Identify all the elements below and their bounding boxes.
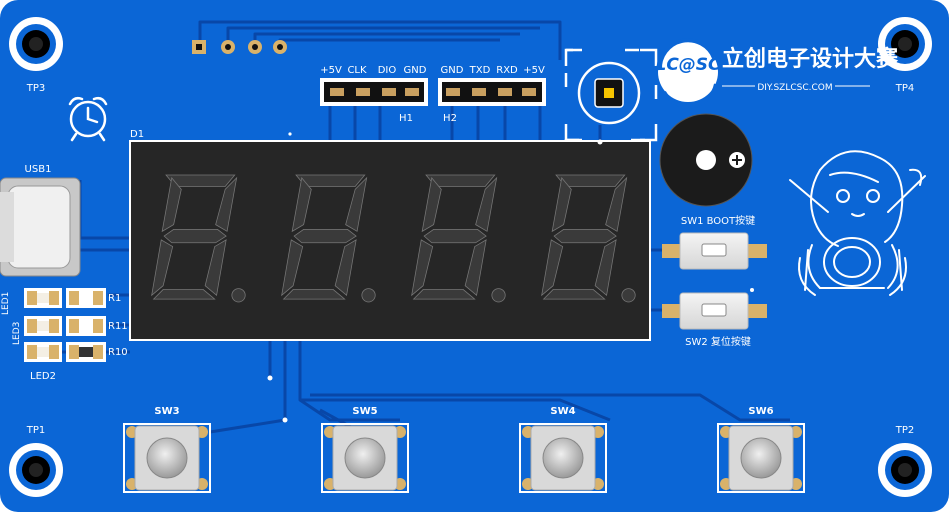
sw4-label: SW4	[550, 406, 575, 417]
h2-pin-3: RXD	[496, 65, 518, 76]
button-sw5[interactable]	[321, 423, 409, 493]
test-point-tp3	[9, 17, 63, 71]
h1-pin-3: DIO	[378, 65, 397, 76]
usb-c-port[interactable]	[0, 177, 81, 277]
pin1-marker	[288, 132, 292, 136]
vias	[267, 139, 754, 423]
debug-pads	[192, 40, 287, 54]
r11-label: R11	[108, 321, 128, 332]
sw1-label: SW1 BOOT按键	[681, 214, 755, 227]
r1-label: R1	[108, 293, 121, 304]
rotary-encoder[interactable]	[564, 48, 658, 142]
test-point-tp1	[9, 443, 63, 497]
led1-label: LED1	[1, 292, 11, 315]
led2-label: LED2	[30, 371, 56, 382]
logo-title: 立创电子设计大赛	[722, 46, 899, 72]
seven-segment-display	[129, 140, 651, 341]
r10-label: R10	[108, 347, 128, 358]
test-point-tp2	[878, 443, 932, 497]
led1	[24, 288, 62, 308]
sw2-label: SW2 复位按键	[685, 335, 751, 348]
usb-label: USB1	[25, 164, 52, 175]
button-sw6[interactable]	[717, 423, 805, 493]
buzzer	[659, 113, 753, 207]
logo-url: DIY.SZLCSC.COM	[757, 83, 832, 93]
display-ref: D1	[130, 129, 144, 140]
led2	[24, 342, 62, 362]
h2-pin-4: +5V	[523, 65, 545, 76]
sw3-label: SW3	[154, 406, 179, 417]
header-h2: GND TXD RXD +5V H2	[438, 65, 546, 124]
tp1-label: TP1	[26, 425, 46, 436]
alarm-clock-icon	[68, 96, 108, 142]
h2-pin-1: GND	[441, 65, 464, 76]
sw6-label: SW6	[748, 406, 773, 417]
h1-pin-4: GND	[404, 65, 427, 76]
h1-pin-2: CLK	[347, 65, 367, 76]
h1-ref: H1	[399, 113, 413, 124]
tp3-label: TP3	[26, 83, 46, 94]
h1-pin-1: +5V	[320, 65, 342, 76]
tp4-label: TP4	[895, 83, 915, 94]
header-h1: +5V CLK DIO GND H1	[320, 65, 428, 124]
button-sw4[interactable]	[519, 423, 607, 493]
led3-label: LED3	[12, 322, 22, 345]
lcsc-logo: LC@SC 立创电子设计大赛 DIY.SZLCSC.COM	[655, 38, 899, 109]
test-point-tp4	[878, 17, 932, 71]
resistor-r11	[66, 316, 106, 336]
sw2-reset-button[interactable]	[662, 292, 767, 330]
h2-pin-2: TXD	[469, 65, 491, 76]
logo-mark: LC@SC	[655, 55, 721, 75]
led3	[24, 316, 62, 336]
sw1-boot-button[interactable]	[662, 232, 767, 270]
character-artwork-icon	[789, 150, 926, 296]
tp2-label: TP2	[895, 425, 915, 436]
sw5-label: SW5	[352, 406, 377, 417]
h2-ref: H2	[443, 113, 457, 124]
resistor-r10	[66, 342, 106, 362]
button-sw3[interactable]	[123, 423, 211, 493]
resistor-r1	[66, 288, 106, 308]
